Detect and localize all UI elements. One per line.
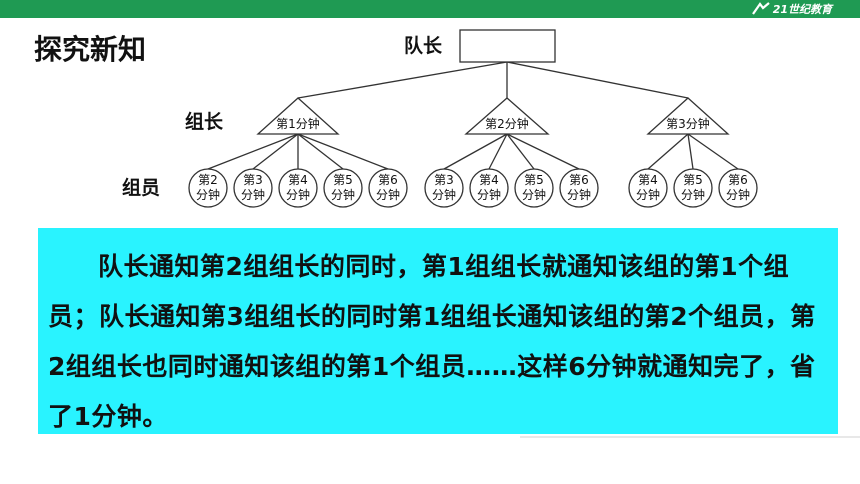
edge-group-2-to-member-2	[488, 133, 508, 170]
group-1-member-3: 第4 分钟	[278, 168, 318, 208]
edge-leader-to-group-3	[506, 61, 689, 99]
edge-group-1-to-member-1	[207, 133, 299, 170]
logo-text: 21世纪教育	[772, 3, 832, 16]
edge-group-1-to-member-2	[252, 133, 299, 170]
group-leader-2: 第2分钟	[464, 97, 550, 135]
edge-group-3-to-member-1	[647, 133, 689, 170]
group-2-member-4: 第6 分钟	[559, 168, 599, 208]
member-text-line2: 分钟	[477, 187, 501, 202]
edge-group-1-to-member-4	[297, 133, 344, 170]
tree-edges	[207, 61, 739, 170]
member-text-line1: 第3	[434, 173, 454, 187]
notification-tree-diagram: 队长 组长 组员 第1分钟 第2分钟 第3分钟 第2 分钟 第3 分钟 第4 分…	[122, 29, 758, 208]
group-1-member-2: 第3 分钟	[233, 168, 273, 208]
edge-group-1-to-member-5	[297, 133, 389, 170]
group-leader-3: 第3分钟	[646, 97, 730, 135]
member-text-line1: 第6	[728, 173, 748, 187]
member-text-line2: 分钟	[726, 187, 750, 202]
member-text-line1: 第4	[638, 173, 658, 187]
member-text-line1: 第3	[243, 173, 263, 187]
logo-icon	[751, 2, 770, 15]
edge-leader-to-group-1	[297, 61, 508, 99]
group-2-member-1: 第3 分钟	[424, 168, 464, 208]
member-text-line2: 分钟	[636, 187, 660, 202]
group-leader-2-text: 第2分钟	[485, 116, 529, 131]
edge-group-3-to-member-2	[687, 133, 694, 170]
group-leader-label: 组长	[185, 110, 224, 133]
member-text-line1: 第6	[569, 173, 589, 187]
member-text-line2: 分钟	[241, 187, 265, 202]
logo: 21世纪教育	[751, 1, 832, 17]
member-text-line2: 分钟	[286, 187, 310, 202]
explanation-box: 队长通知第2组组长的同时，第1组组长就通知该组的第1个组员；队长通知第3组组长的…	[38, 228, 838, 434]
group-3-member-2: 第5 分钟	[673, 168, 713, 208]
group-3-member-3: 第6 分钟	[718, 168, 758, 208]
member-label: 组员	[122, 176, 160, 199]
group-leader-1: 第1分钟	[256, 97, 340, 135]
divider	[520, 436, 860, 438]
page-title: 探究新知	[34, 33, 147, 66]
edge-group-2-to-member-4	[506, 133, 580, 170]
edge-group-2-to-member-1	[443, 133, 508, 170]
member-text-line1: 第2	[198, 173, 218, 187]
member-text-line2: 分钟	[196, 187, 220, 202]
leader-label: 队长	[404, 34, 443, 57]
edge-group-3-to-member-3	[687, 133, 739, 170]
member-text-line1: 第5	[683, 173, 703, 187]
member-text-line2: 分钟	[432, 187, 456, 202]
group-1-member-5: 第6 分钟	[368, 168, 408, 208]
member-text-line1: 第6	[378, 173, 398, 187]
member-text-line2: 分钟	[522, 187, 546, 202]
edge-group-2-to-member-3	[506, 133, 535, 170]
member-text-line2: 分钟	[376, 187, 400, 202]
group-3-member-1: 第4 分钟	[628, 168, 668, 208]
member-text-line1: 第4	[479, 173, 499, 187]
group-2-member-2: 第4 分钟	[469, 168, 509, 208]
group-1-member-4: 第5 分钟	[323, 168, 363, 208]
member-text-line2: 分钟	[681, 187, 705, 202]
top-banner	[0, 0, 860, 18]
member-text-line1: 第5	[333, 173, 353, 187]
explanation-text: 队长通知第2组组长的同时，第1组组长就通知该组的第1个组员；队长通知第3组组长的…	[48, 252, 816, 431]
group-leader-3-text: 第3分钟	[666, 116, 710, 131]
group-2-member-3: 第5 分钟	[514, 168, 554, 208]
member-text-line2: 分钟	[567, 187, 591, 202]
group-1-member-1: 第2 分钟	[188, 168, 228, 208]
member-text-line1: 第5	[524, 173, 544, 187]
leader-box	[459, 29, 556, 63]
group-leader-1-text: 第1分钟	[276, 116, 320, 131]
member-text-line2: 分钟	[331, 187, 355, 202]
member-text-line1: 第4	[288, 173, 308, 187]
